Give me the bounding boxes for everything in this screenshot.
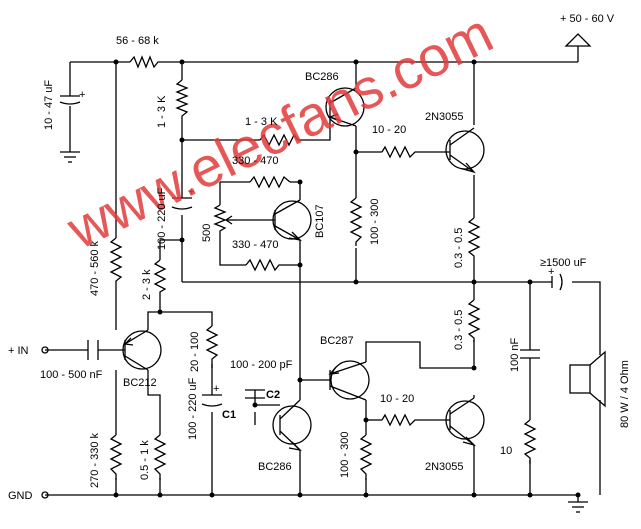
transistor-bc287: [328, 360, 370, 401]
resistor-2-3k: [153, 259, 167, 296]
transistor-2n3055-bottom: [445, 397, 485, 447]
gnd-terminal: [41, 491, 49, 499]
label-r-top: 56 - 68 k: [116, 35, 159, 47]
transistors: [122, 87, 485, 452]
label-r-470-560k: 470 - 560 k: [89, 240, 101, 296]
label-speaker: 80 W / 4 Ohm: [619, 360, 631, 428]
label-r-2-3k: 2 - 3 k: [141, 269, 153, 300]
label-c-out: ≥1500 uF: [540, 257, 587, 269]
ground-icon-output: [568, 501, 588, 513]
label-r-03-05-bot: 0.3 - 0.5: [453, 310, 465, 350]
transistor-2n3055-top: [445, 127, 485, 174]
label-bc107: BC107: [314, 204, 326, 238]
transistor-bc107: [272, 199, 312, 242]
label-c-100nf: 100 nF: [509, 337, 521, 372]
resistor-03-05-bottom: [467, 299, 481, 342]
transistor-bc212: [122, 329, 162, 371]
label-c-100-220-top: 100 - 220 uF: [156, 187, 168, 250]
label-bc212: BC212: [123, 377, 157, 389]
resistor-470-560k: [109, 237, 123, 284]
label-bc286-bot: BC286: [258, 461, 292, 473]
label-r-330-470-top: 330 - 470: [232, 155, 278, 167]
svg-text:+: +: [548, 266, 554, 278]
resistor-05-1k: [153, 434, 167, 480]
label-r-03-05-top: 0.3 - 0.5: [453, 228, 465, 268]
label-c-supply: 10 - 47 uF: [43, 80, 55, 130]
resistor-56-68k: [129, 55, 162, 69]
label-c1: C1: [222, 409, 236, 421]
component-labels: + 50 - 60 V GND + IN 56 - 68 k 10 - 47 u…: [8, 13, 631, 502]
resistor-1-3k-vertical: [175, 79, 189, 122]
capacitor-output: +: [548, 266, 563, 291]
resistor-1-3k-horizontal: [259, 133, 299, 147]
transistor-bc286-bottom: [272, 399, 312, 452]
label-r-330-470-bot: 330 - 470: [232, 239, 278, 251]
capacitors: + + + +: [59, 89, 563, 407]
input-label: + IN: [8, 345, 29, 357]
label-bc287: BC287: [320, 335, 354, 347]
resistor-10-20-bottom: [381, 413, 418, 427]
potentiometer-500: [213, 204, 237, 235]
label-c-in: 100 - 500 nF: [40, 369, 103, 381]
resistors: [109, 55, 537, 480]
label-r-100-300-top: 100 - 300: [369, 199, 381, 245]
label-c2: C2: [266, 389, 280, 401]
label-bc286-top: BC286: [305, 71, 339, 83]
junction-dots: [113, 59, 581, 498]
resistor-03-05-top: [467, 217, 481, 260]
label-r-1-3k-h: 1 - 3 K: [245, 116, 278, 128]
svg-text:+: +: [213, 383, 219, 395]
resistor-20-100: [205, 325, 219, 368]
label-2n3055-top: 2N3055: [425, 111, 464, 123]
svg-text:+: +: [188, 186, 194, 198]
capacitor-c1: +: [201, 383, 223, 407]
ground-icon: [60, 151, 80, 163]
resistor-100-300-top: [349, 197, 363, 246]
label-r-05-1k: 0.5 - 1 k: [139, 440, 151, 480]
svg-text:+: +: [79, 89, 85, 101]
label-r-1-3k-v: 1 - 3 K: [156, 95, 168, 128]
resistor-10-zobel: [523, 419, 537, 464]
label-r-20-100: 20 - 100: [189, 332, 201, 372]
label-r-10-20-bot: 10 - 20: [380, 393, 414, 405]
supply-label: + 50 - 60 V: [560, 13, 615, 25]
label-c-100-200pf: 100 - 200 pF: [230, 359, 293, 371]
supply-arrow-icon: [564, 33, 592, 47]
resistor-270-330k: [109, 434, 123, 480]
resistor-100-300-bottom: [359, 434, 373, 480]
capacitor-10-47uf: +: [59, 89, 85, 105]
label-r-10-20-top: 10 - 20: [372, 124, 406, 136]
label-r-10: 10: [500, 445, 512, 457]
label-c-100-220-bot: 100 - 220 uF: [187, 377, 199, 440]
resistor-10-20-top: [381, 145, 418, 159]
capacitor-input: [87, 340, 99, 360]
transistor-bc286-top: [325, 87, 365, 127]
input-terminal: [41, 346, 49, 354]
label-pot-500: 500: [201, 224, 213, 242]
gnd-label: GND: [8, 490, 33, 502]
resistor-330-470-bottom: [245, 258, 284, 272]
label-r-270-330k: 270 - 330 k: [89, 432, 101, 488]
label-r-100-300-bot: 100 - 300: [339, 432, 351, 478]
label-2n3055-bot: 2N3055: [425, 461, 464, 473]
capacitor-100-220uf-top: +: [171, 186, 194, 210]
wires: [45, 46, 601, 502]
speaker-icon: [569, 350, 606, 408]
resistor-330-470-top: [249, 175, 291, 189]
capacitor-100nf: [520, 349, 540, 359]
capacitor-c2: [245, 389, 265, 399]
